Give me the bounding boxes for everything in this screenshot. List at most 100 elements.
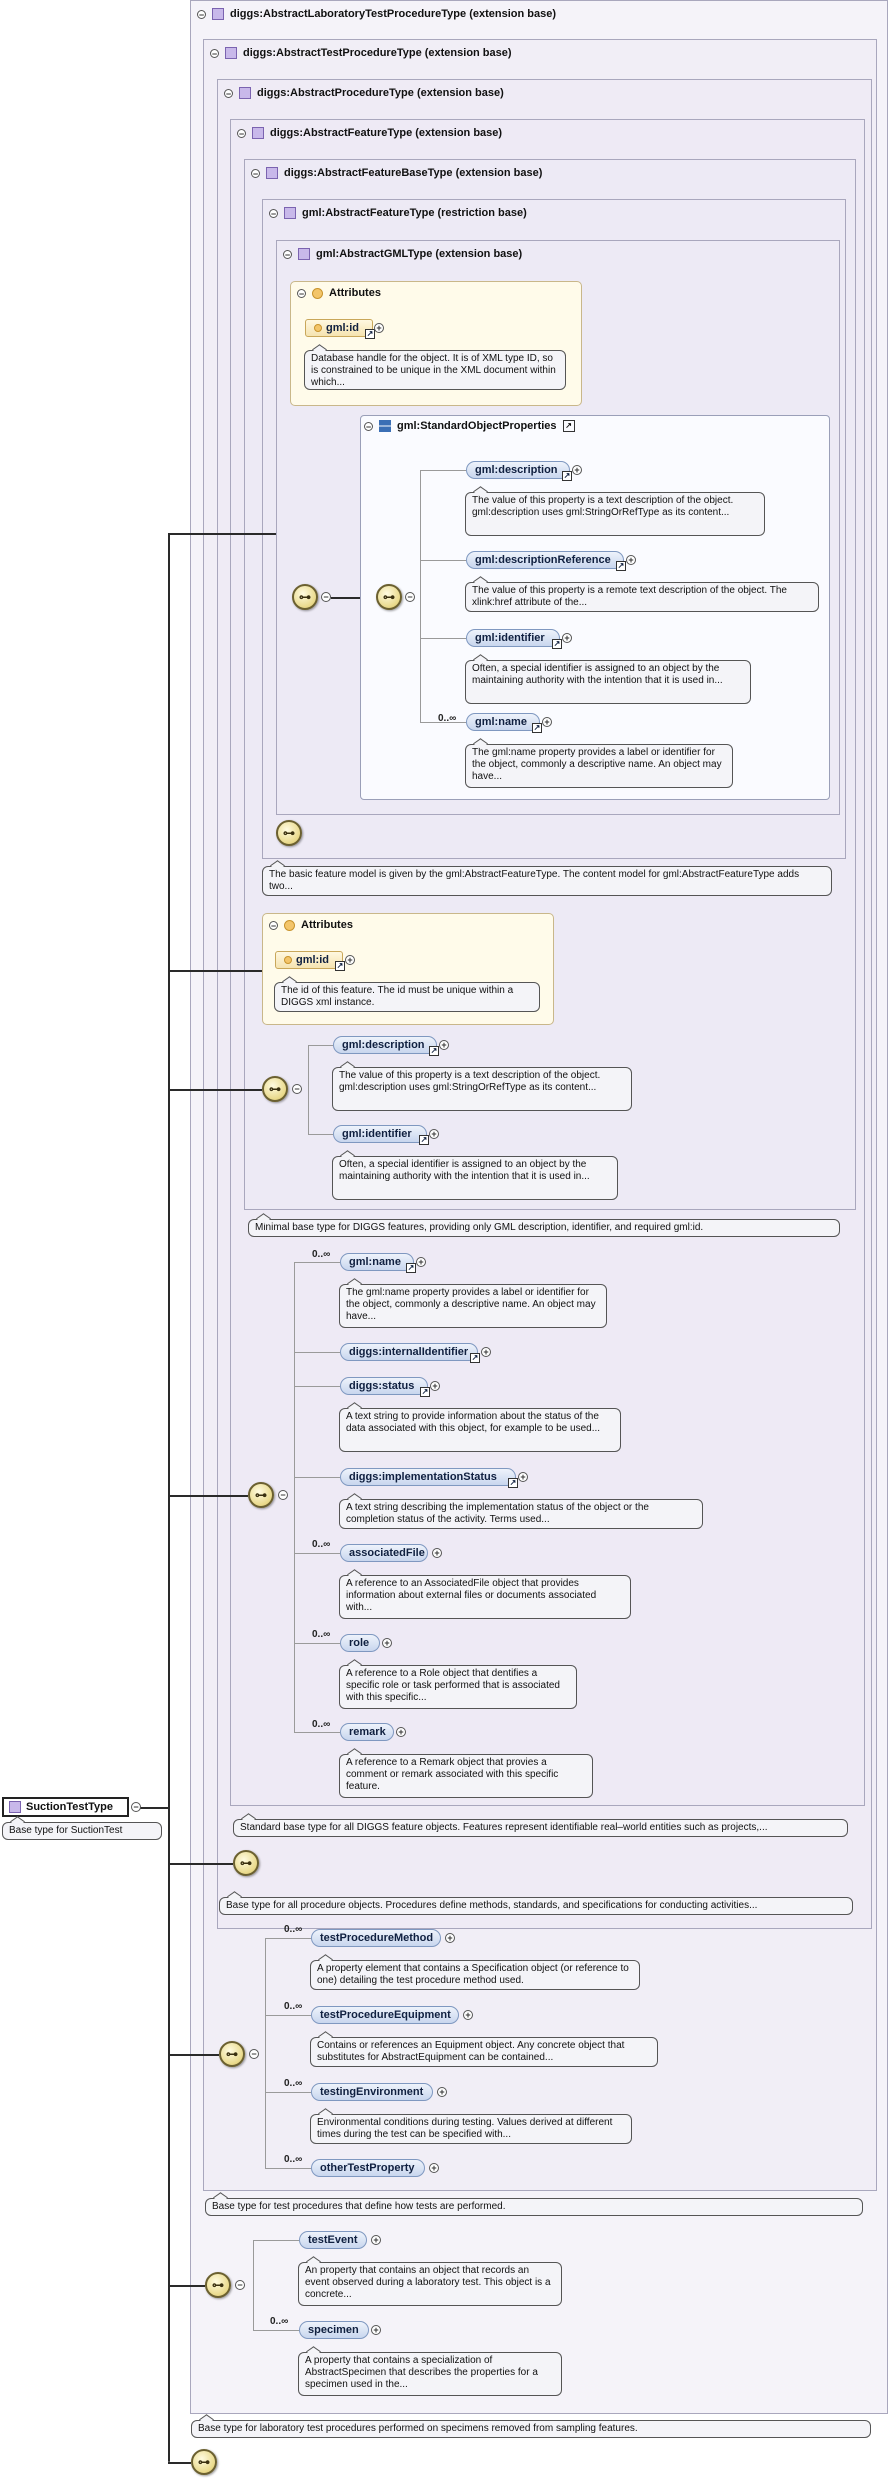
- expand-icon[interactable]: +: [439, 1040, 449, 1050]
- collapse-icon[interactable]: −: [292, 1084, 302, 1094]
- collapse-icon[interactable]: −: [235, 2280, 245, 2290]
- complex-type-icon: [9, 1801, 21, 1813]
- expand-icon[interactable]: +: [396, 1727, 406, 1737]
- collapse-icon[interactable]: −: [249, 2049, 259, 2059]
- element-role[interactable]: role: [340, 1634, 380, 1652]
- collapse-icon[interactable]: −: [131, 1802, 141, 1812]
- sequence-icon: ⊶: [248, 1482, 274, 1508]
- element-diggs-implementation-status[interactable]: diggs:implementationStatus ↗: [340, 1468, 518, 1488]
- doc-annotation: The value of this property is a text des…: [332, 1067, 632, 1111]
- connector-line: [168, 533, 170, 2462]
- expand-icon[interactable]: +: [463, 2010, 473, 2020]
- collapse-icon[interactable]: −: [278, 1490, 288, 1500]
- attr-gml-id[interactable]: gml:id↗: [305, 319, 375, 339]
- expand-icon[interactable]: +: [374, 323, 384, 333]
- doc-annotation: Minimal base type for DIGGS features, pr…: [248, 1219, 840, 1237]
- element-gml-description[interactable]: gml:description↗: [466, 461, 572, 481]
- element-gml-name[interactable]: gml:name↗: [340, 1253, 416, 1273]
- element-label: gml:description: [342, 1039, 425, 1051]
- attribute-icon: [314, 324, 322, 332]
- element-label: testEvent: [308, 2234, 358, 2246]
- branch-line: [420, 638, 466, 639]
- complex-type-icon: [284, 207, 296, 219]
- element-diggs-status[interactable]: diggs:status↗: [340, 1377, 430, 1397]
- expand-icon[interactable]: +: [345, 955, 355, 965]
- collapse-toggle[interactable]: −: [197, 9, 206, 20]
- sequence-icon: ⊶: [205, 2272, 231, 2298]
- collapse-toggle[interactable]: −: [269, 920, 278, 931]
- reference-icon: ↗: [365, 329, 375, 339]
- expand-icon[interactable]: +: [562, 633, 572, 643]
- branch-line: [294, 1386, 340, 1387]
- collapse-toggle[interactable]: −: [297, 288, 306, 299]
- element-other-test-property[interactable]: otherTestProperty: [311, 2159, 425, 2177]
- collapse-toggle[interactable]: −: [364, 421, 373, 432]
- root-element-suction-test-type[interactable]: SuctionTestType: [2, 1797, 129, 1817]
- collapse-icon[interactable]: −: [405, 592, 415, 602]
- doc-annotation: A reference to an AssociatedFile object …: [339, 1575, 631, 1619]
- box-title: diggs:AbstractFeatureBaseType (extension…: [284, 167, 543, 179]
- element-gml-description[interactable]: gml:description↗: [333, 1036, 439, 1056]
- collapse-toggle[interactable]: −: [210, 48, 219, 59]
- expand-icon[interactable]: +: [416, 1257, 426, 1267]
- element-label: role: [349, 1637, 370, 1649]
- collapse-toggle[interactable]: −: [251, 168, 260, 179]
- element-gml-name[interactable]: gml:name↗: [466, 713, 542, 733]
- sequence-icon: ⊶: [262, 1076, 288, 1102]
- connector-line: [168, 2054, 219, 2056]
- element-label: gml:identifier: [342, 1128, 412, 1140]
- collapse-icon[interactable]: −: [321, 592, 331, 602]
- expand-icon[interactable]: +: [371, 2235, 381, 2245]
- element-specimen[interactable]: specimen: [299, 2321, 369, 2339]
- element-label: gml:description: [475, 464, 558, 476]
- element-associated-file[interactable]: associatedFile: [340, 1544, 428, 1562]
- doc-annotation: Base type for test procedures that defin…: [205, 2198, 863, 2216]
- doc-annotation: Often, a special identifier is assigned …: [465, 660, 751, 704]
- expand-icon[interactable]: +: [371, 2325, 381, 2335]
- doc-annotation: Database handle for the object. It is of…: [304, 350, 566, 390]
- collapse-toggle[interactable]: −: [283, 249, 292, 260]
- element-gml-description-reference[interactable]: gml:descriptionReference↗: [466, 551, 626, 571]
- element-label: remark: [349, 1726, 386, 1738]
- expand-icon[interactable]: +: [518, 1472, 528, 1482]
- reference-icon: ↗: [335, 961, 345, 971]
- element-test-procedure-equipment[interactable]: testProcedureEquipment: [311, 2006, 459, 2024]
- reference-icon: ↗: [562, 420, 575, 432]
- expand-icon[interactable]: +: [437, 2087, 447, 2097]
- attr-gml-id[interactable]: gml:id↗: [275, 951, 345, 971]
- expand-icon[interactable]: +: [572, 465, 582, 475]
- expand-icon[interactable]: +: [429, 2163, 439, 2173]
- expand-icon[interactable]: +: [382, 1638, 392, 1648]
- branch-line: [294, 1732, 340, 1733]
- doc-annotation: A property element that contains a Speci…: [310, 1960, 640, 1990]
- element-gml-identifier[interactable]: gml:identifier↗: [333, 1125, 429, 1145]
- reference-icon: ↗: [616, 561, 626, 571]
- element-test-procedure-method[interactable]: testProcedureMethod: [311, 1929, 441, 1947]
- expand-icon[interactable]: +: [481, 1347, 491, 1357]
- doc-annotation: Environmental conditions during testing.…: [310, 2114, 632, 2144]
- expand-icon[interactable]: +: [430, 1381, 440, 1391]
- element-test-event[interactable]: testEvent: [299, 2231, 367, 2249]
- sequence-icon: ⊶: [219, 2041, 245, 2067]
- reference-icon: ↗: [508, 1478, 518, 1488]
- expand-icon[interactable]: +: [429, 1129, 439, 1139]
- element-remark[interactable]: remark: [340, 1723, 394, 1741]
- collapse-toggle[interactable]: −: [237, 128, 246, 139]
- occurrence-label: 0..∞: [270, 2316, 289, 2327]
- element-label: diggs:implementationStatus: [349, 1471, 497, 1483]
- complex-type-icon: [266, 167, 278, 179]
- expand-icon[interactable]: +: [542, 717, 552, 727]
- element-testing-environment[interactable]: testingEnvironment: [311, 2083, 433, 2101]
- element-label: diggs:internalIdentifier: [349, 1346, 469, 1358]
- connector-line: [168, 970, 262, 972]
- reference-icon: ↗: [552, 639, 562, 649]
- collapse-toggle[interactable]: −: [224, 88, 233, 99]
- expand-icon[interactable]: +: [432, 1548, 442, 1558]
- branch-line: [253, 2240, 299, 2241]
- expand-icon[interactable]: +: [626, 555, 636, 565]
- element-diggs-internal-identifier[interactable]: diggs:internalIdentifier↗: [340, 1343, 480, 1363]
- element-gml-identifier[interactable]: gml:identifier ↗: [466, 629, 562, 649]
- collapse-toggle[interactable]: −: [269, 208, 278, 219]
- expand-icon[interactable]: +: [445, 1933, 455, 1943]
- element-label: gml:identifier: [475, 632, 545, 644]
